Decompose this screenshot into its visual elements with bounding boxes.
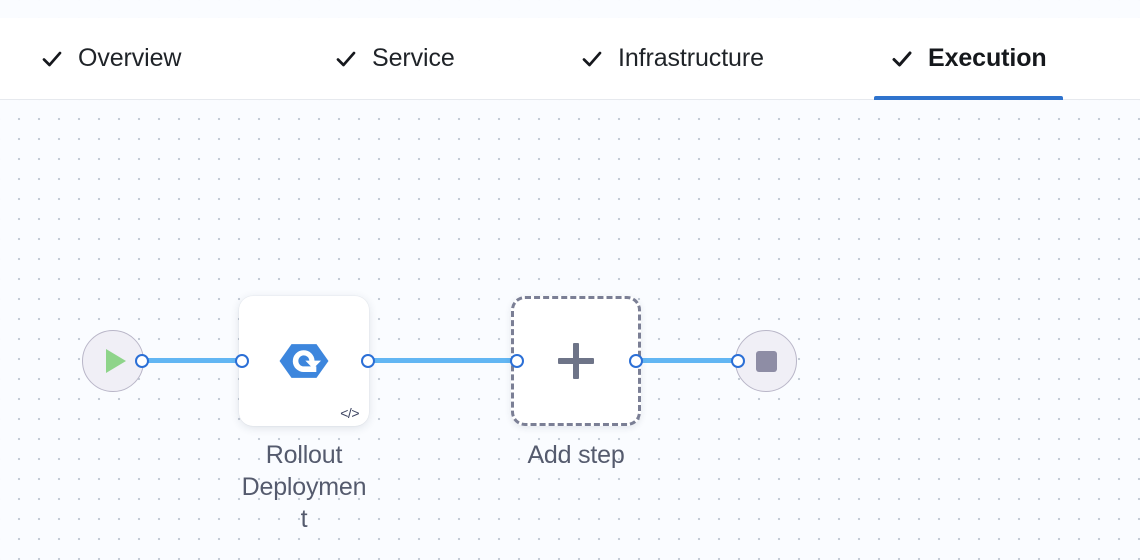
- tab-service-label: Service: [372, 44, 455, 72]
- code-badge-icon: </>: [340, 405, 359, 421]
- port-add-step-input[interactable]: [510, 354, 524, 368]
- check-icon: [890, 47, 914, 71]
- add-step-label: Add step: [527, 441, 625, 469]
- edge-rollout-to-add-step: [366, 358, 518, 363]
- rollout-deployment-icon: [279, 344, 329, 378]
- port-rollout-output[interactable]: [361, 354, 375, 368]
- pipeline-graph: </> Rollout Deployment Add step: [0, 100, 1140, 560]
- play-icon: [106, 349, 126, 373]
- check-icon: [334, 47, 358, 71]
- port-rollout-input[interactable]: [235, 354, 249, 368]
- tab-service[interactable]: Service: [334, 18, 455, 99]
- tab-overview-label: Overview: [78, 44, 182, 72]
- edge-add-step-to-end: [634, 358, 742, 363]
- stop-icon: [755, 350, 777, 372]
- pipeline-tab-bar: Overview Service Infrastructure: [0, 18, 1140, 100]
- tab-list: Overview Service Infrastructure: [0, 18, 1140, 100]
- tab-execution-label: Execution: [928, 44, 1047, 72]
- tab-active-indicator: [874, 96, 1063, 100]
- rollout-deployment-label: Rollout Deployment: [241, 441, 367, 533]
- port-add-step-output[interactable]: [629, 354, 643, 368]
- plus-icon: [558, 343, 594, 379]
- pipeline-step-rollout-deployment: </> Rollout Deployment: [239, 296, 369, 535]
- tab-infrastructure[interactable]: Infrastructure: [580, 18, 764, 99]
- tab-infrastructure-label: Infrastructure: [618, 44, 764, 72]
- port-end-input[interactable]: [731, 354, 745, 368]
- tab-overview[interactable]: Overview: [40, 18, 181, 99]
- rollout-deployment-card[interactable]: </>: [239, 296, 369, 426]
- pipeline-end-node[interactable]: [735, 330, 797, 392]
- pipeline-start-node[interactable]: [82, 330, 144, 392]
- check-icon: [40, 47, 64, 71]
- add-step-card[interactable]: [511, 296, 641, 426]
- tab-execution[interactable]: Execution: [874, 18, 1063, 100]
- pipeline-step-add-step: Add step: [511, 296, 641, 471]
- check-icon: [580, 47, 604, 71]
- edge-start-to-rollout: [140, 358, 244, 363]
- port-start-output[interactable]: [135, 354, 149, 368]
